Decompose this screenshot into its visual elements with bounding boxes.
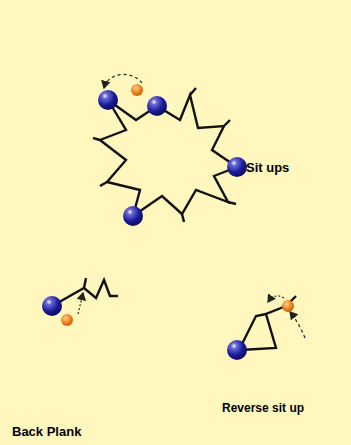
motion-arrow xyxy=(268,296,284,302)
head-ball xyxy=(123,206,143,226)
motion-arrow xyxy=(78,293,83,314)
head-ball xyxy=(98,90,118,110)
exercise-label: Reverse sit up xyxy=(222,401,304,415)
weight-ball xyxy=(282,300,294,312)
exercise-label: Back Plank xyxy=(12,424,81,439)
exercise-label: Sit ups xyxy=(246,160,289,175)
back-plank-figure xyxy=(54,278,118,305)
weight-ball xyxy=(131,84,143,96)
weight-ball xyxy=(61,314,73,326)
reverse-sit-up-figure xyxy=(240,296,296,350)
sit-up-figures xyxy=(93,88,237,222)
motion-arrow xyxy=(290,312,305,338)
head-ball xyxy=(227,340,247,360)
head-ball xyxy=(227,157,247,177)
head-ball xyxy=(42,296,62,316)
head-ball xyxy=(147,96,167,116)
